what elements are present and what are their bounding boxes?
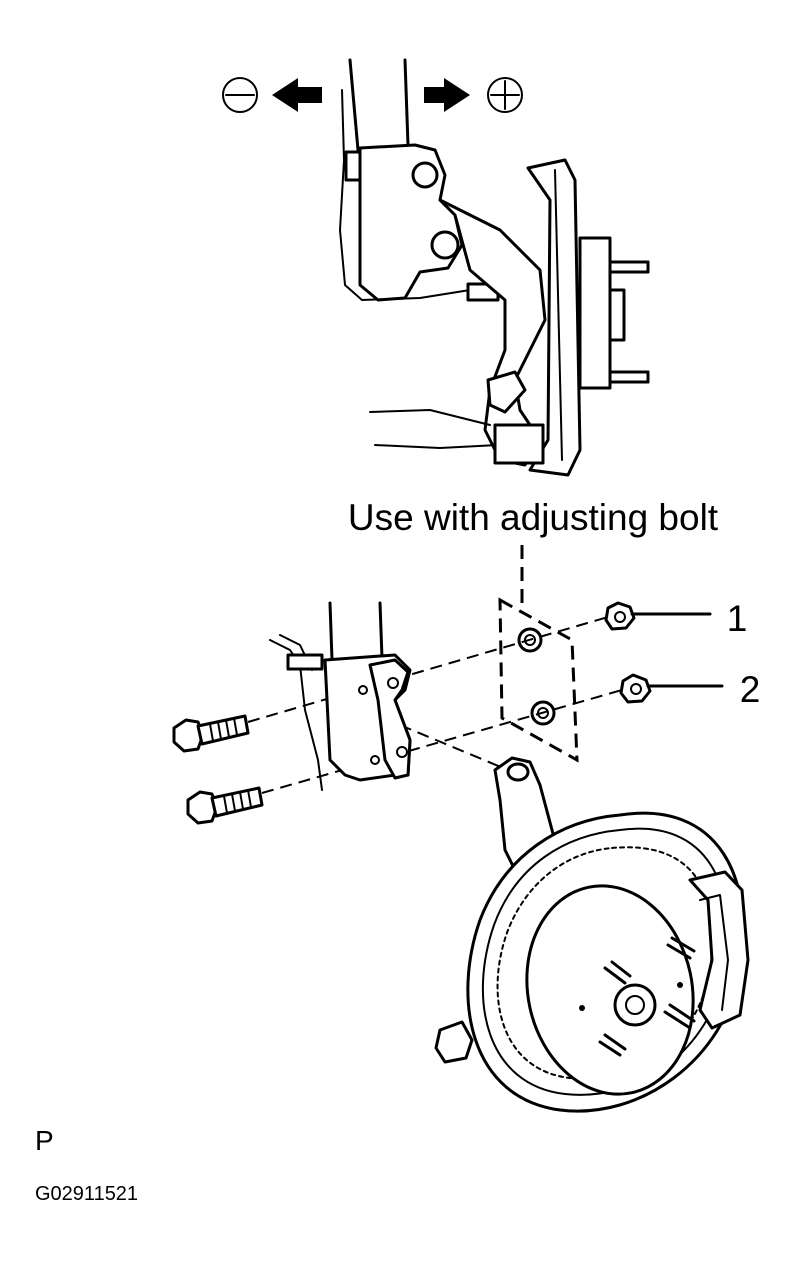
hub-stud-3	[663, 1003, 696, 1030]
hub-stud-1	[603, 960, 632, 985]
plus-symbol	[487, 77, 523, 113]
brake-rotor-edge	[526, 158, 582, 477]
bolt-lower	[186, 786, 264, 825]
callout-text: Use with adjusting bolt	[348, 497, 719, 538]
arrow-right-icon	[424, 78, 470, 112]
upper-assembly-view	[339, 58, 650, 477]
hub-flange	[578, 236, 612, 390]
brake-rotor-face	[525, 884, 695, 1096]
adjusting-bolt-upper	[172, 714, 250, 753]
assembly-axis-lines	[247, 616, 623, 794]
direction-indicator	[222, 77, 523, 113]
bracket-hole-upper	[387, 677, 399, 689]
wire-clip-lower	[286, 653, 324, 671]
hub-stud-4	[598, 1033, 627, 1057]
adjusting-plate-washer-upper	[517, 627, 543, 653]
wire-clip-upper	[344, 150, 362, 182]
hub-stud-2	[666, 936, 696, 960]
view-letter: P	[35, 1125, 54, 1156]
bolt-hole-lower	[430, 230, 460, 260]
hub-center	[608, 288, 626, 342]
minus-symbol	[222, 77, 258, 113]
nut-1	[604, 601, 636, 631]
strut-bracket-exploded	[269, 601, 412, 791]
arrow-left-icon	[272, 78, 322, 112]
strut-bracket-upper	[358, 143, 464, 302]
part-label-1: 1	[727, 598, 748, 639]
figure-code: G02911521	[35, 1183, 138, 1205]
lower-ball-joint	[434, 1020, 474, 1064]
steering-knuckle-upper	[438, 198, 547, 467]
ball-joint-boot	[493, 423, 545, 465]
hub-center-lower	[613, 983, 657, 1027]
bolt-hole-upper	[411, 161, 439, 189]
adjusting-plate-callout-box	[498, 597, 579, 763]
bracket-hole-lower	[396, 746, 408, 758]
brake-caliper	[688, 870, 750, 1030]
nut-2	[619, 673, 652, 704]
knuckle-and-disc-lower	[434, 756, 750, 1113]
part-label-2: 2	[740, 669, 761, 710]
